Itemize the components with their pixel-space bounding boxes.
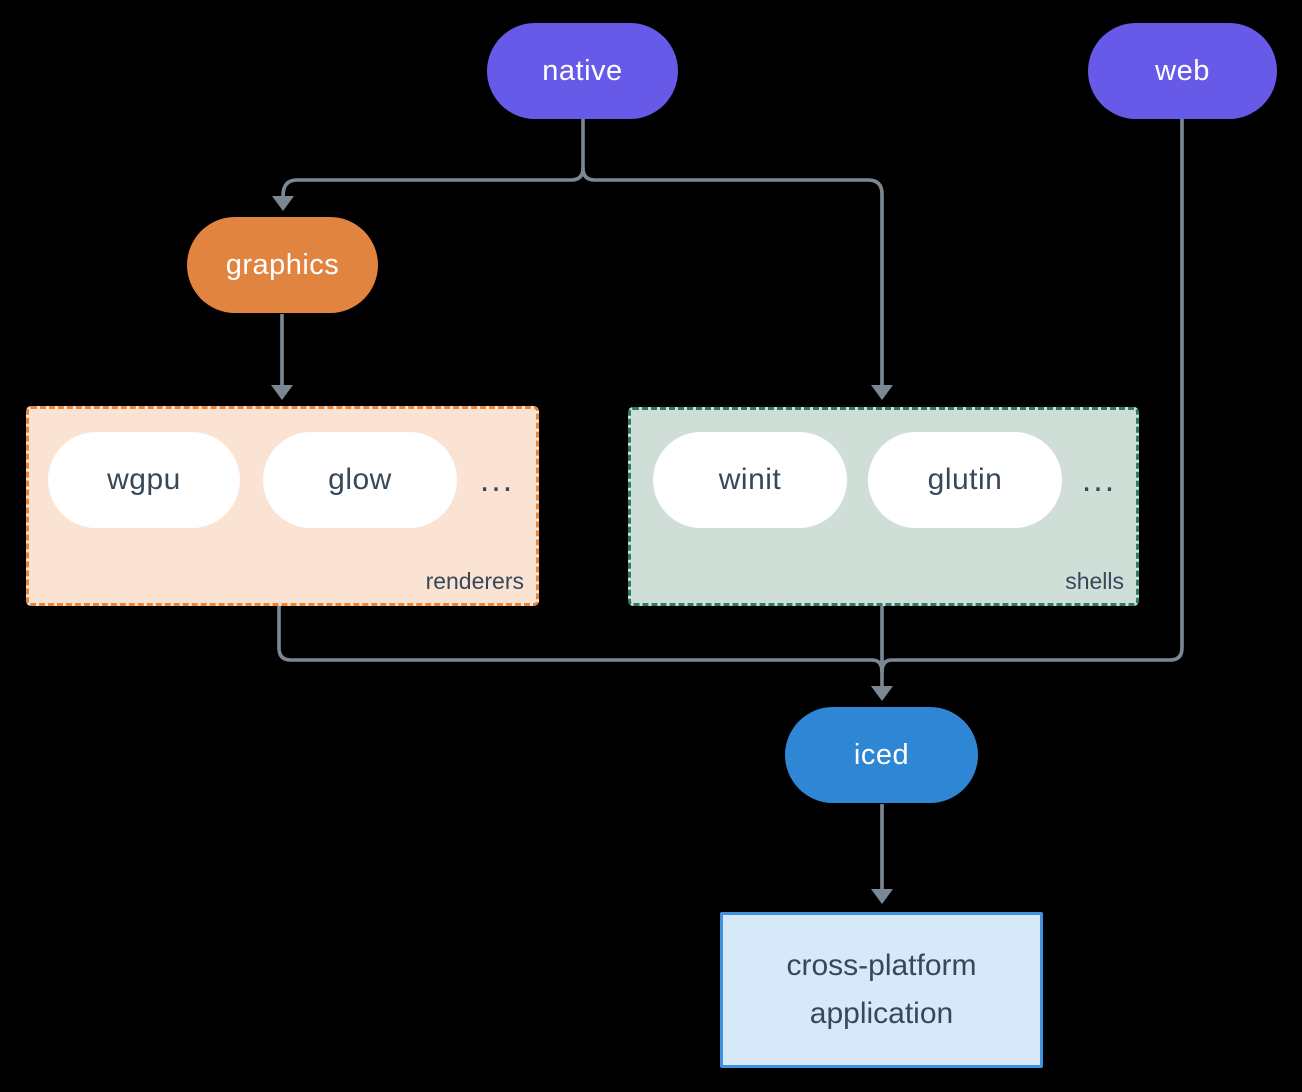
arrowhead-iced (871, 686, 893, 701)
shells-ellipsis: ... (1081, 460, 1117, 499)
group-renderers: wgpu glow ... renderers (26, 406, 539, 606)
node-iced-label: iced (853, 738, 910, 771)
node-native-label: native (542, 54, 623, 87)
node-web-label: web (1155, 54, 1210, 87)
node-winit: winit (653, 432, 847, 528)
edge-renderers-to-merge (277, 601, 884, 673)
node-glow: glow (263, 432, 457, 528)
arrowhead-graphics (272, 196, 294, 211)
group-shells: winit glutin ... shells (628, 407, 1139, 606)
renderers-group-label: renderers (425, 568, 524, 594)
arrowhead-app (871, 889, 893, 904)
node-web: web (1088, 23, 1277, 119)
app-label-line1: cross-platform (786, 949, 977, 982)
node-cross-platform-application: cross-platform application (720, 912, 1043, 1068)
arrowhead-shells (871, 385, 893, 400)
node-winit-label: winit (718, 463, 782, 496)
node-native: native (487, 23, 678, 119)
node-wgpu: wgpu (48, 432, 240, 528)
arrowhead-renderers (271, 385, 293, 400)
node-glow-label: glow (328, 463, 392, 496)
node-graphics-label: graphics (225, 248, 340, 281)
node-wgpu-label: wgpu (107, 463, 181, 496)
renderers-ellipsis: ... (479, 460, 515, 499)
node-glutin-label: glutin (927, 463, 1003, 496)
shells-group-label: shells (1065, 568, 1124, 594)
app-label-line2: application (809, 997, 954, 1030)
node-glutin: glutin (868, 432, 1062, 528)
edge-native-to-graphics (281, 167, 585, 197)
edge-native-to-shells (581, 167, 884, 385)
node-graphics: graphics (187, 217, 378, 313)
node-iced: iced (785, 707, 978, 803)
